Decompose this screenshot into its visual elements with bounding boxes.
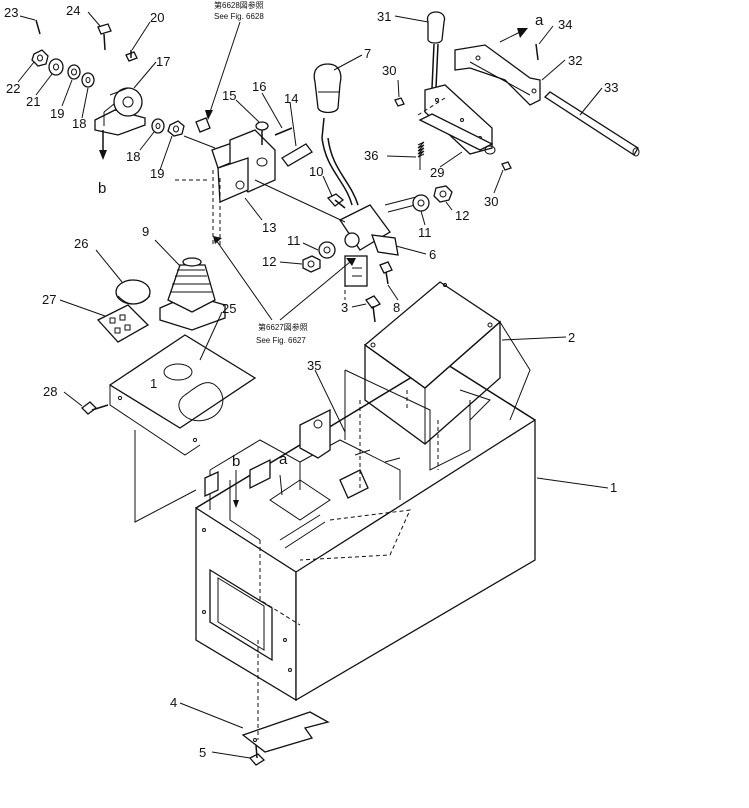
callout-23: 23 (4, 5, 18, 20)
callout-2: 2 (568, 330, 575, 345)
callout-25: 25 (222, 301, 236, 316)
callout-19-upper: 19 (50, 106, 64, 121)
callout-33: 33 (604, 80, 618, 95)
callout-11-right: 11 (418, 225, 432, 240)
washer-19-lower (167, 120, 185, 137)
bolt-15 (255, 121, 269, 145)
pin-14 (281, 143, 313, 167)
bushing-18-lower (151, 118, 165, 134)
bolt-10 (326, 193, 346, 209)
callout-28: 28 (43, 384, 57, 399)
plate-2 (363, 281, 531, 445)
pin-34 (535, 43, 539, 61)
ref-6628-jp: 第6628図参照 (214, 0, 264, 10)
bolt-3 (365, 295, 381, 323)
callout-34: 34 (558, 17, 572, 32)
label-plate-27 (96, 304, 150, 343)
callout-21: 21 (26, 94, 40, 109)
pin-23 (35, 19, 41, 35)
callout-9: 9 (142, 224, 149, 239)
callout-13: 13 (262, 220, 276, 235)
callout-19-lower: 19 (150, 166, 164, 181)
callout-7: 7 (364, 46, 371, 61)
callout-12-right: 12 (455, 208, 469, 223)
nut-11-right (412, 194, 430, 212)
callout-6: 6 (429, 247, 436, 262)
callout-29: 29 (430, 165, 444, 180)
console-box (195, 359, 536, 702)
bolt-5 (248, 744, 266, 766)
nut-12-right (433, 185, 453, 203)
lever-7 (313, 63, 424, 300)
callout-30-lower: 30 (484, 194, 498, 209)
bolt-24 (97, 23, 112, 51)
ref-6627-en: See Fig. 6627 (256, 336, 306, 345)
letter-b-box: b (232, 453, 240, 470)
bottom-plate-4 (241, 640, 330, 753)
callout-17: 17 (156, 54, 170, 69)
spring-36 (417, 141, 425, 170)
leader-lines (17, 11, 609, 759)
callout-32: 32 (568, 53, 582, 68)
pin-16 (274, 127, 293, 136)
washer-21 (48, 58, 64, 76)
callout-5: 5 (199, 745, 206, 760)
callout-14: 14 (284, 91, 298, 106)
nut-22 (31, 49, 49, 67)
letter-a-top: a (535, 12, 544, 29)
ref-6627-jp: 第6627図参照 (258, 322, 308, 332)
callout-20: 20 (150, 10, 164, 25)
pin-30-upper (394, 97, 405, 107)
callout-18-lower: 18 (126, 149, 140, 164)
washer-19-upper (67, 64, 81, 80)
callout-15: 15 (222, 88, 236, 103)
callout-12-left: 12 (262, 254, 276, 269)
plate-29 (418, 84, 496, 155)
pin-30-lower (501, 161, 512, 171)
nut-11-left (318, 241, 336, 259)
callout-3: 3 (341, 300, 348, 315)
bracket-32 (454, 44, 541, 106)
letter-a-box: a (279, 451, 288, 468)
rod-33 (543, 91, 640, 157)
callout-26: 26 (74, 236, 88, 251)
callout-24: 24 (66, 3, 80, 18)
bolt-28 (81, 401, 109, 415)
cap-26 (115, 279, 151, 305)
callout-35: 35 (307, 358, 321, 373)
plate-mark-1: 1 (150, 376, 157, 391)
callout-31: 31 (377, 9, 391, 24)
callout-16: 16 (252, 79, 266, 94)
callout-22: 22 (6, 81, 20, 96)
callout-36: 36 (364, 148, 378, 163)
arrow-a-top (499, 28, 528, 43)
letter-b-left: b (98, 180, 106, 197)
callout-10: 10 (309, 164, 323, 179)
block-17 (94, 87, 146, 160)
ref-6628-en: See Fig. 6628 (214, 12, 264, 21)
callout-1: 1 (610, 480, 617, 495)
callout-30-upper: 30 (382, 63, 396, 78)
bushing-18-upper (81, 72, 95, 88)
bolt-fig6628 (195, 117, 211, 133)
bolt-20 (125, 50, 138, 62)
bolt-8 (379, 261, 393, 285)
plate-25 (108, 334, 257, 523)
boot-9 (159, 257, 226, 331)
callout-11-left: 11 (287, 233, 301, 248)
callout-27: 27 (42, 292, 56, 307)
nut-12-left (302, 255, 321, 273)
knob-31 (426, 11, 446, 89)
callout-18-upper: 18 (72, 116, 86, 131)
bracket-13 (211, 129, 346, 245)
callout-8: 8 (393, 300, 400, 315)
callout-4: 4 (170, 695, 177, 710)
